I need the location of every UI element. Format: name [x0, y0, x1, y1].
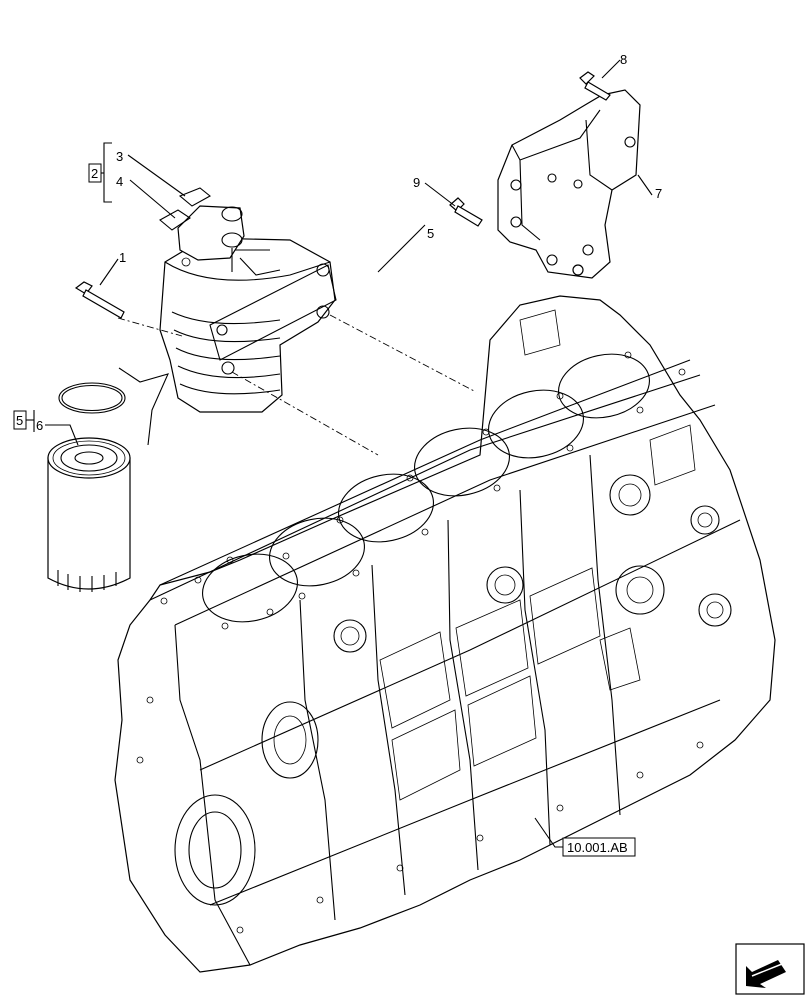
reference-label: 10.001.AB [567, 840, 628, 855]
leader-lines [45, 59, 653, 848]
callout-5-left: 5 [16, 413, 23, 428]
callout-7: 7 [655, 186, 662, 201]
engine-block [114, 295, 776, 973]
callout-2: 2 [91, 166, 98, 181]
callout-3: 3 [116, 149, 123, 164]
callout-labels: 1 2 3 4 5 6 5 7 8 9 10.001.AB [13, 52, 662, 857]
bolt-1 [74, 281, 125, 319]
seal-ring [58, 382, 126, 414]
arrow-corner-icon[interactable] [735, 943, 805, 995]
callout-4: 4 [116, 174, 123, 189]
callout-9: 9 [413, 175, 420, 190]
filter-cartridge [47, 437, 131, 592]
callout-5-center: 5 [427, 226, 434, 241]
alignment-lines [117, 314, 477, 456]
bolt-8 [579, 71, 611, 101]
callout-6: 6 [36, 418, 43, 433]
callout-1: 1 [119, 250, 126, 265]
callout-8: 8 [620, 52, 627, 67]
filter-head-assembly [159, 187, 337, 413]
reference-box [562, 837, 636, 857]
bolt-9 [449, 197, 483, 227]
bracket [497, 89, 641, 279]
